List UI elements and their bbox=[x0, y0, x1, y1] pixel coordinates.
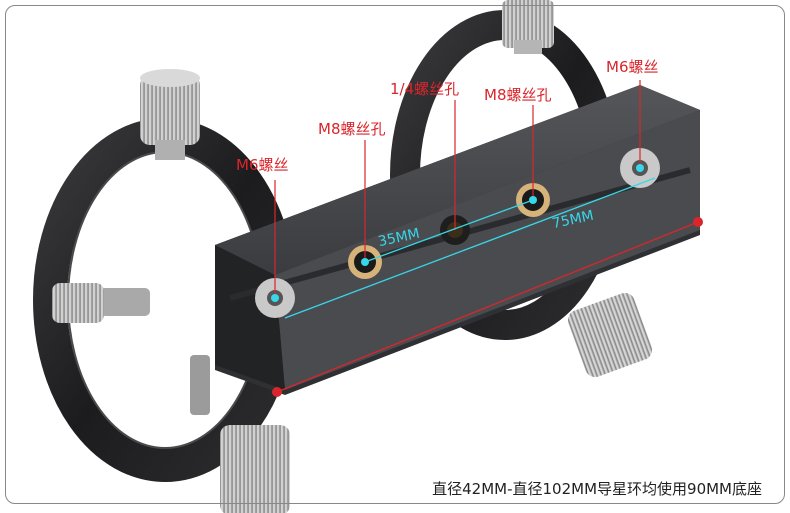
dimension-lines-cyan bbox=[284, 177, 656, 319]
knob-right-bottom bbox=[567, 292, 653, 378]
caption: 直径42MM-直径102MM导星环均使用90MM底座 bbox=[432, 480, 762, 498]
knob-top-back bbox=[502, 0, 554, 54]
label-m8-hole-right: M8螺丝孔 bbox=[484, 86, 552, 104]
dimension-line-90 bbox=[272, 217, 703, 397]
knob-bottom bbox=[220, 425, 290, 513]
callout-lines bbox=[274, 80, 641, 298]
label-m8-hole-left: M8螺丝孔 bbox=[318, 120, 386, 138]
knob-left-side bbox=[52, 283, 150, 323]
image-border bbox=[5, 5, 785, 504]
label-dim-90mm: 90MM bbox=[404, 356, 446, 372]
label-m6-screw-right: M6螺丝 bbox=[606, 58, 659, 76]
measurement-points bbox=[271, 164, 644, 302]
knob-top-front bbox=[140, 69, 200, 160]
label-m6-screw-left: M6螺丝 bbox=[236, 156, 289, 174]
knob-left-small bbox=[190, 355, 210, 415]
label-quarter-inch-hole: 1/4螺丝孔 bbox=[390, 80, 460, 98]
